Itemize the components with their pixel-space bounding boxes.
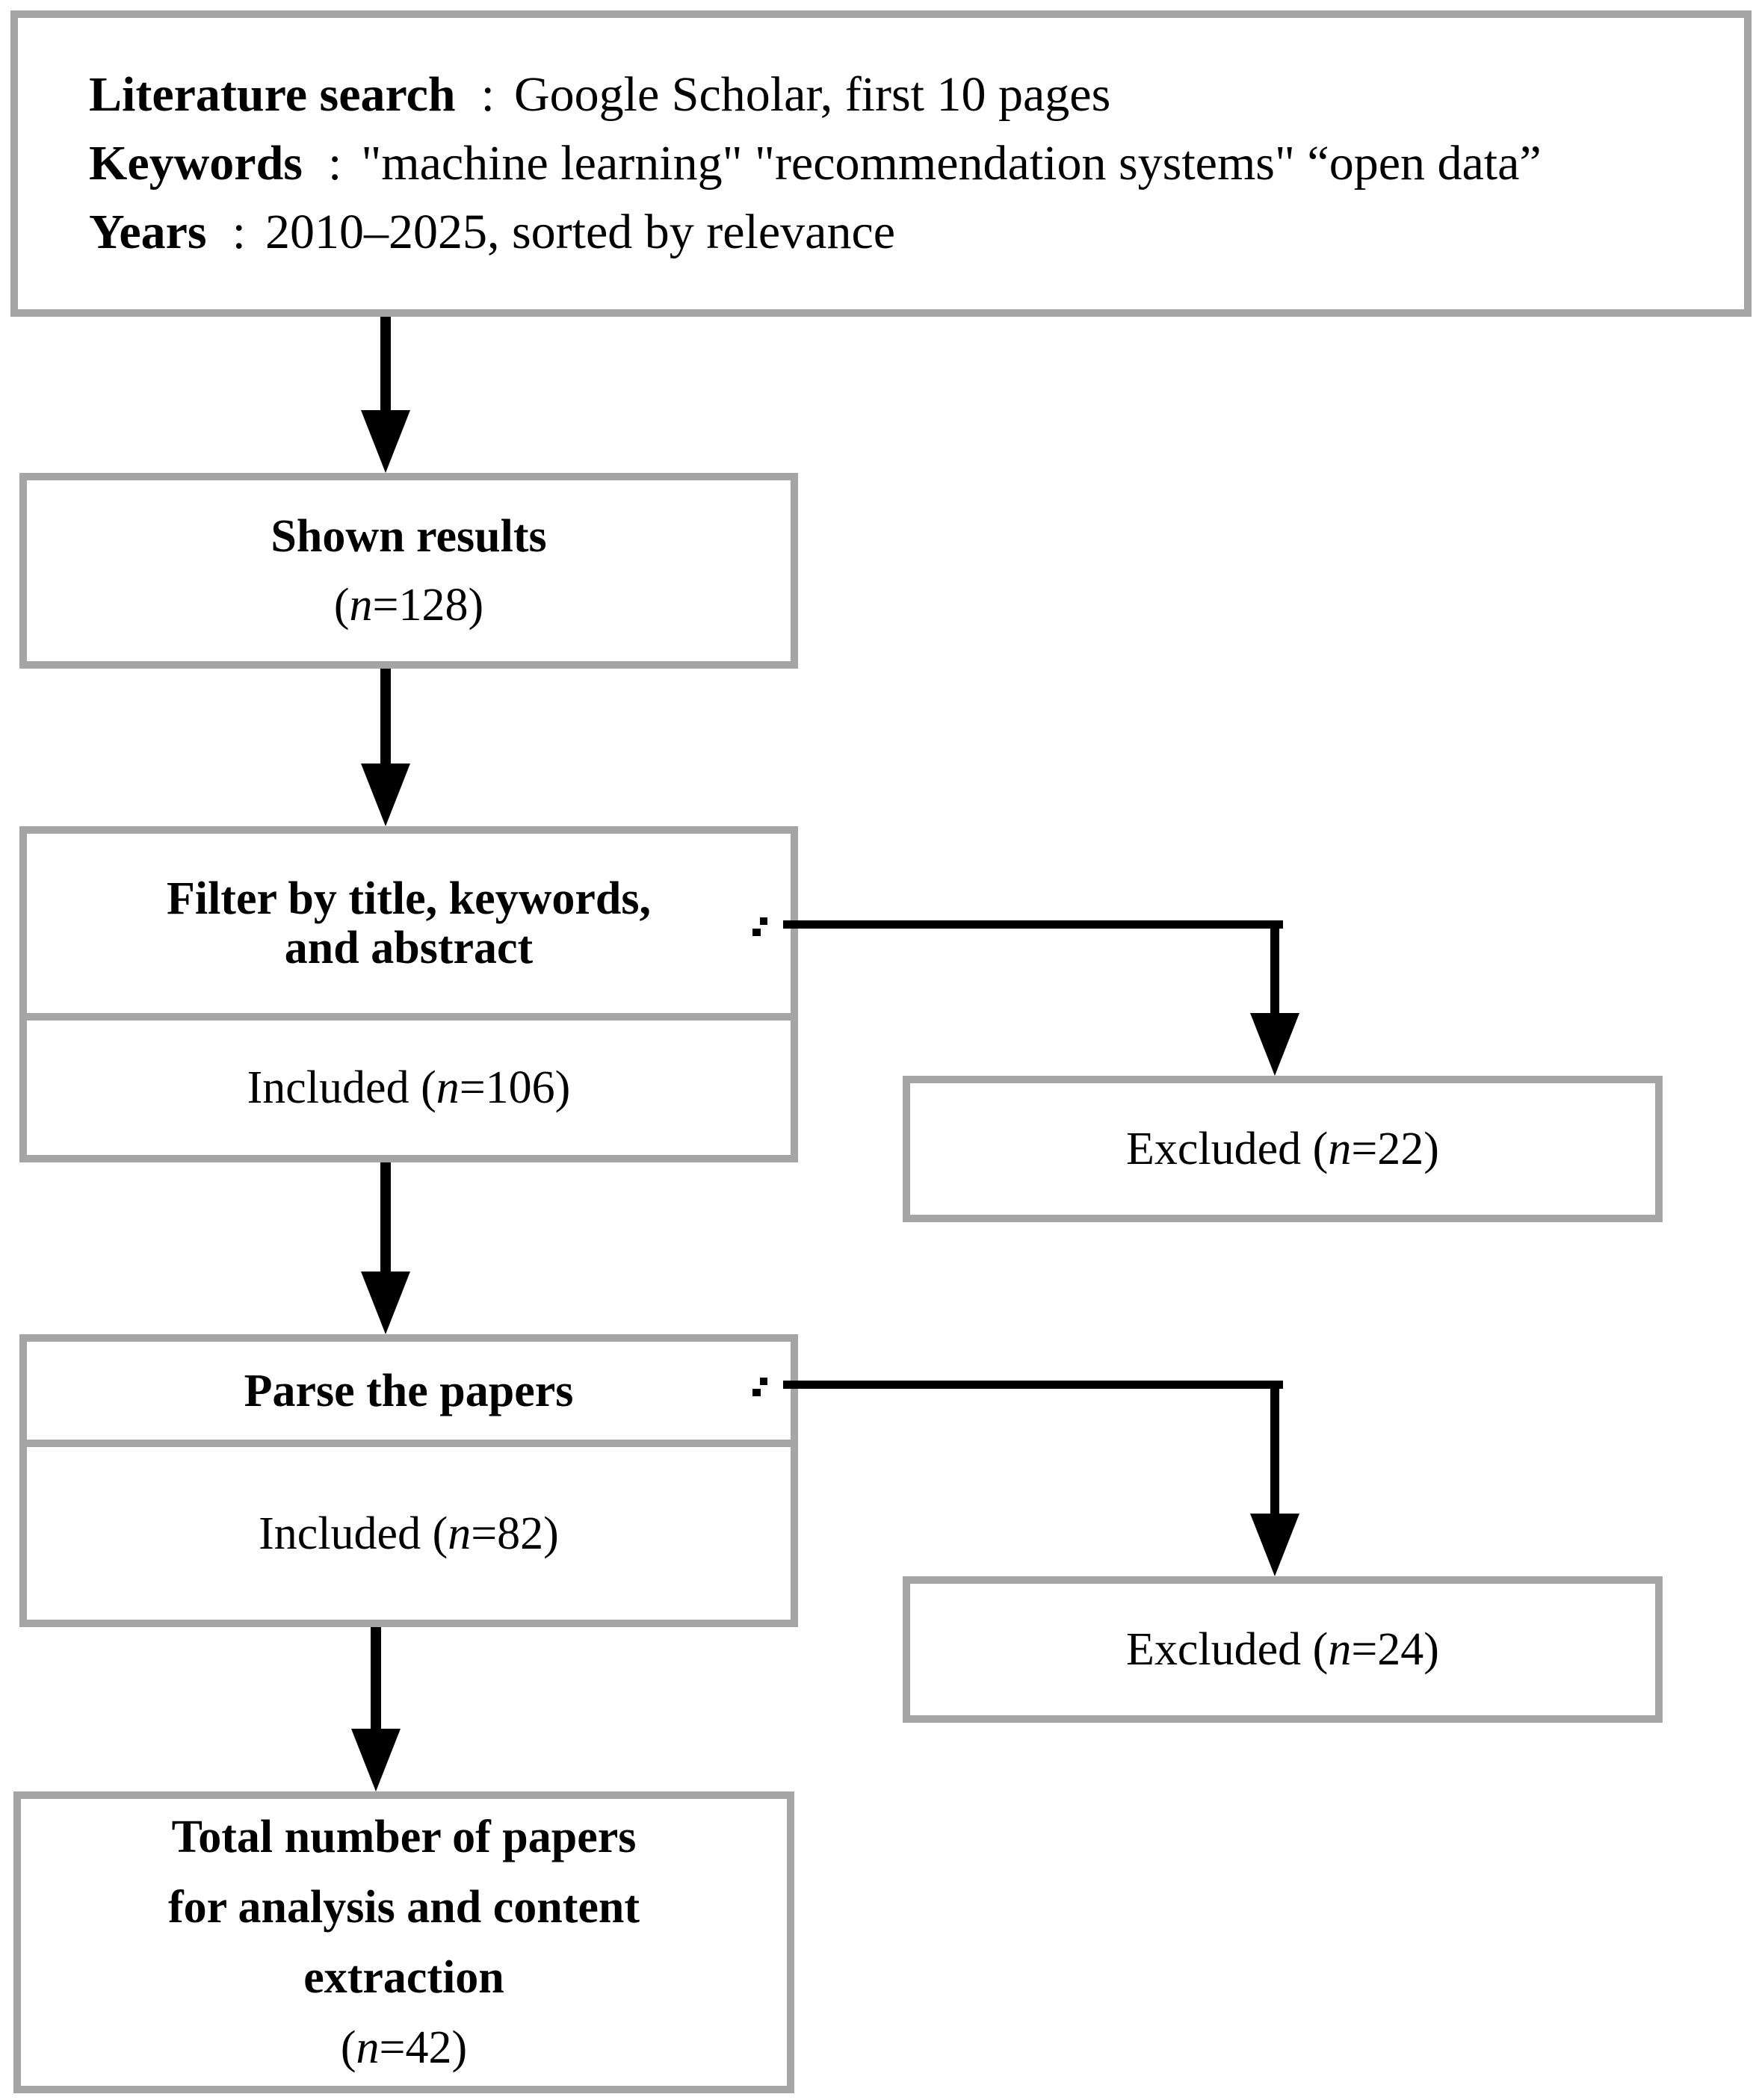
excluded-n24-text: Excluded (n=24) (1126, 1625, 1439, 1674)
filter-box-divider (27, 1013, 791, 1020)
years-value: 2010–2025, sorted by relevance (265, 205, 896, 259)
keywords-separator: : (327, 136, 342, 191)
parse-box-divider (27, 1440, 791, 1447)
shown-results-box: Shown results (n=128) (19, 473, 798, 669)
elbow-connector-horizontal-2 (783, 1381, 1283, 1389)
count-close: =42) (379, 2022, 468, 2073)
parse-included-section: Included (n=82) (27, 1447, 791, 1620)
excluded-number: =24) (1351, 1624, 1439, 1675)
included-n: n (448, 1508, 472, 1559)
literature-search-box: Literature search: Google Scholar, first … (10, 10, 1752, 317)
excluded-n24-box: Excluded (n=24) (903, 1576, 1663, 1723)
dot-icon (752, 1389, 761, 1396)
included-number: =82) (471, 1508, 559, 1559)
included-number: =106) (459, 1062, 571, 1113)
down-arrow-head-excluded-1 (1250, 1013, 1299, 1076)
down-arrow-shaft-1 (380, 317, 391, 410)
search-source-separator: : (480, 67, 495, 122)
included-n: n (436, 1062, 460, 1113)
filter-box: Filter by title, keywords, and abstract … (19, 826, 798, 1162)
dot-icon (752, 929, 761, 936)
shown-results-count: (n=128) (334, 580, 483, 630)
filter-title-line2: and abstract (284, 923, 534, 973)
down-arrow-head-1 (361, 410, 410, 473)
excluded-number: =22) (1351, 1124, 1439, 1174)
connector-origin-dots-icon-1 (752, 917, 769, 937)
filter-title-line1: Filter by title, keywords, (166, 873, 652, 924)
included-text: Included ( (259, 1508, 448, 1559)
down-arrow-shaft-4 (371, 1627, 381, 1729)
total-line2: for analysis and content (168, 1882, 640, 1933)
excluded-text: Excluded ( (1126, 1124, 1329, 1174)
included-text: Included ( (247, 1062, 436, 1113)
filter-title-section: Filter by title, keywords, and abstract (27, 834, 791, 1013)
elbow-connector-horizontal-1 (783, 920, 1283, 929)
years-label: Years (89, 205, 207, 259)
years-row: Years:2010–2025, sorted by relevance (89, 198, 1744, 267)
down-arrow-head-2 (361, 764, 410, 826)
filter-included-section: Included (n=106) (27, 1020, 791, 1155)
down-arrow-shaft-3 (380, 1162, 391, 1272)
keywords-label: Keywords (89, 136, 303, 191)
parse-title-section: Parse the papers (27, 1342, 791, 1440)
total-papers-box: Total number of papers for analysis and … (13, 1791, 794, 2093)
down-arrow-head-3 (361, 1272, 410, 1334)
count-close: =128) (372, 580, 484, 631)
total-count: (n=42) (341, 2013, 467, 2083)
connector-origin-dots-icon-2 (752, 1378, 769, 1397)
dot-icon (760, 1378, 767, 1385)
shown-results-title: Shown results (271, 511, 547, 562)
down-arrow-head-excluded-2 (1250, 1514, 1299, 1576)
search-source-label: Literature search (89, 67, 456, 122)
parse-papers-box: Parse the papers Included (n=82) (19, 1334, 798, 1627)
excluded-text: Excluded ( (1126, 1624, 1329, 1675)
years-separator: : (232, 205, 246, 259)
count-open: ( (340, 2022, 356, 2073)
count-open: ( (333, 580, 350, 631)
excluded-n: n (1328, 1624, 1352, 1675)
count-n: n (349, 580, 373, 631)
excluded-n22-box: Excluded (n=22) (903, 1076, 1663, 1222)
dot-icon (760, 917, 767, 925)
down-arrow-head-4 (351, 1729, 401, 1791)
parse-included-count: Included (n=82) (259, 1509, 559, 1558)
parse-title: Parse the papers (244, 1365, 574, 1416)
total-line3: extraction (303, 1952, 504, 2003)
search-source-row: Literature search: Google Scholar, first … (89, 61, 1744, 129)
search-source-value: Google Scholar, first 10 pages (513, 67, 1111, 122)
filter-included-count: Included (n=106) (247, 1063, 571, 1112)
elbow-connector-vertical-1 (1270, 920, 1279, 1016)
excluded-n22-text: Excluded (n=22) (1126, 1124, 1439, 1174)
count-n: n (356, 2022, 380, 2073)
keywords-row: Keywords: "machine learning" "recommendat… (89, 129, 1744, 198)
excluded-n: n (1328, 1124, 1352, 1174)
elbow-connector-vertical-2 (1270, 1381, 1279, 1517)
keywords-value: "machine learning" "recommendation syste… (361, 136, 1542, 191)
total-line1: Total number of papers (171, 1812, 637, 1862)
down-arrow-shaft-2 (380, 669, 391, 764)
